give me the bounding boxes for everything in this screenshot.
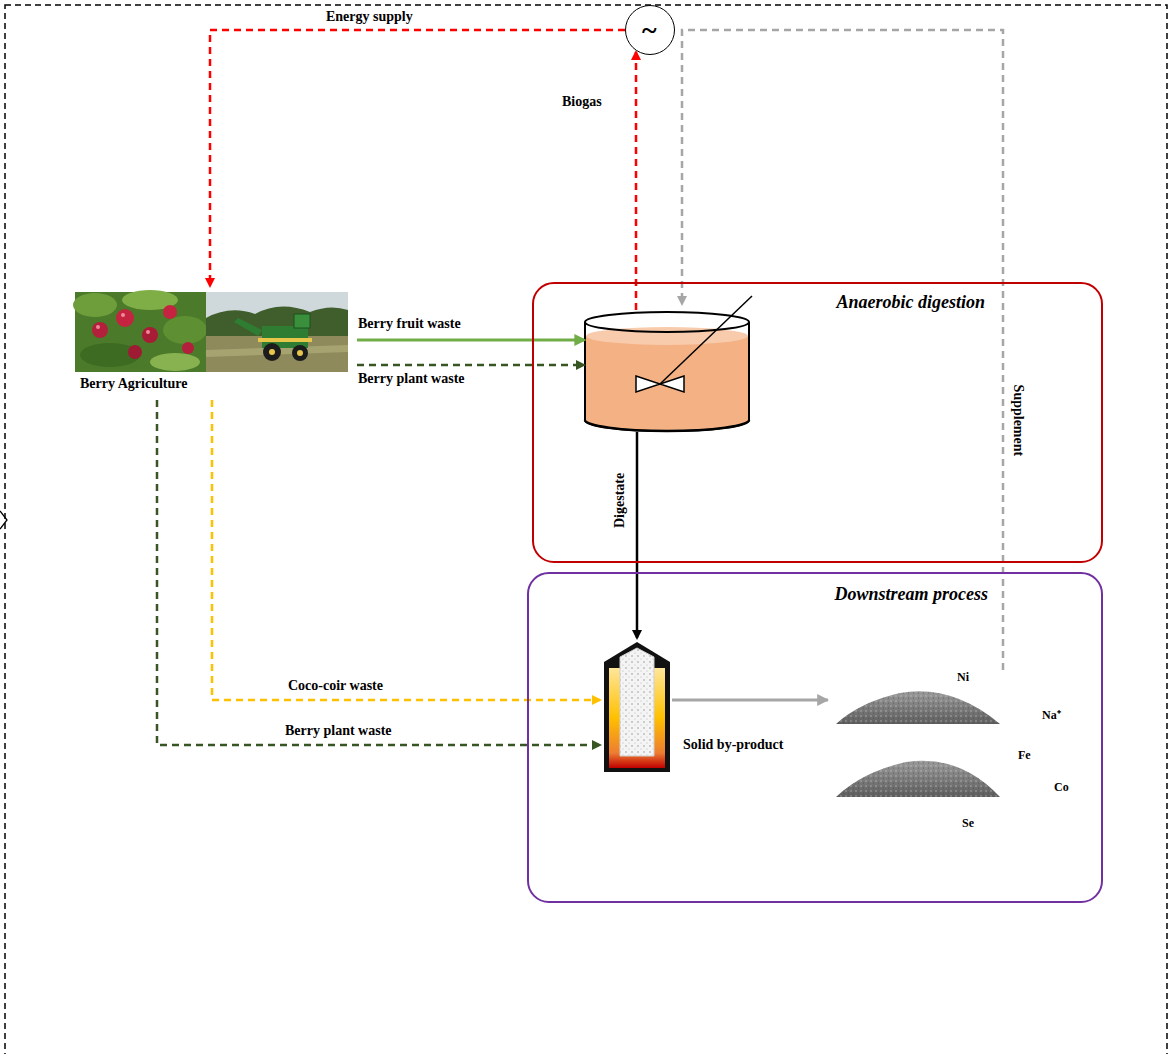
berry-photo [92, 322, 108, 338]
edge-label: Berry plant waste [285, 723, 392, 740]
ash-powder [836, 691, 1000, 724]
ash-powder [836, 691, 1000, 797]
edge-label: Coco-coir waste [288, 678, 383, 695]
harvest-photo [292, 345, 308, 361]
supplement-arrow [682, 30, 1003, 670]
element-label: Se [962, 816, 974, 830]
node-label: Berry Agriculture [80, 376, 187, 393]
edge-label: Supplement [1009, 385, 1026, 457]
berry-photo [142, 327, 158, 343]
berry-photo [96, 325, 100, 329]
ash-powder [836, 761, 1000, 797]
process-region: Downstream processNiNa⁺ FeCoSe [527, 572, 1103, 903]
digester-tank [748, 322, 750, 420]
berry-photo [182, 342, 194, 354]
frame-border [5, 5, 1167, 1054]
element-label: Fe [1018, 748, 1031, 762]
pyrolysis-reactor [620, 648, 654, 756]
node-label: ~ [642, 16, 657, 44]
digester-tank [585, 420, 749, 431]
edge-label: Biogas [562, 94, 602, 111]
harvest-photo [297, 350, 303, 356]
node-label: Anaerobic digestion [836, 292, 985, 314]
pyrolysis-reactor [604, 642, 670, 772]
berry-photo [128, 345, 142, 359]
chevron [0, 511, 7, 529]
element-label: Na⁺ [1042, 708, 1061, 722]
digester-tank [584, 322, 586, 420]
edge-label: Berry plant waste [358, 371, 465, 388]
flow-label: Solid by-product [683, 737, 784, 754]
harvest-photo [206, 336, 348, 372]
berry-photo [163, 316, 207, 344]
by-product-arrow [672, 699, 828, 702]
berry-photo [73, 293, 117, 317]
berry-photo [73, 290, 207, 372]
digester-tank [660, 296, 752, 384]
energy-arrow [210, 30, 625, 286]
digestate-arrow [636, 432, 639, 638]
berry-photo [150, 353, 200, 371]
biogas-arrow [635, 52, 638, 310]
berry-photo [116, 309, 134, 327]
harvest-photo [258, 338, 312, 342]
node-label: Downstream process [834, 584, 988, 606]
harvest-photo [206, 292, 348, 372]
fruit-waste-arrow [357, 339, 584, 342]
digester-tank [586, 336, 748, 430]
ash-powder [836, 691, 1000, 724]
edge-label: Digestate [612, 473, 629, 528]
source-box: Berry Agriculture [75, 290, 348, 396]
berry-photo [163, 305, 177, 319]
digester-tank [636, 376, 660, 392]
harvest-photo [294, 314, 310, 328]
powder-pile: NiNa⁺ FeCoSe [832, 670, 1082, 835]
harvest-photo [206, 292, 348, 372]
coco-coir-arrow [212, 400, 600, 700]
pyrolysis-reactor [604, 642, 670, 772]
edge-label: Energy supply [326, 9, 413, 26]
harvest-photo [234, 318, 262, 336]
plant-waste-arrow [357, 364, 584, 367]
harvest-photo [269, 349, 275, 355]
edge-label: Berry fruit waste [358, 316, 461, 333]
berry-photo [121, 313, 125, 317]
element-label: Co [1054, 780, 1069, 794]
digester-tank [585, 296, 752, 431]
berry-photo [146, 330, 150, 334]
ash-powder [836, 761, 1000, 797]
element-label: Ni [957, 670, 969, 684]
generator-circle: ~ [625, 5, 675, 55]
digester-tank [660, 376, 684, 392]
harvest-photo [263, 343, 281, 361]
